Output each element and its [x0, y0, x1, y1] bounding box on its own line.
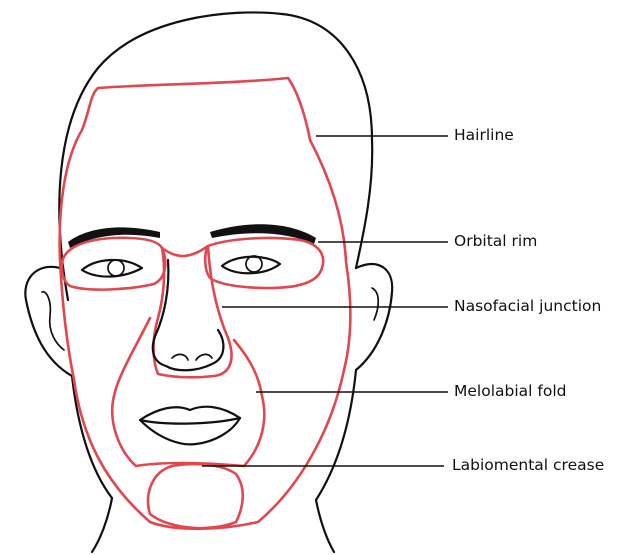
label-orbital-rim: Orbital rim	[454, 234, 537, 250]
label-labiomental-crease: Labiomental crease	[452, 458, 604, 474]
right-nostril	[196, 354, 212, 360]
left-nostril	[172, 354, 188, 360]
label-melolabial-fold: Melolabial fold	[454, 384, 566, 400]
left-ear-inner	[42, 292, 64, 350]
chin-zone	[148, 464, 243, 528]
right-ear-inner	[372, 288, 378, 320]
label-nasofacial-junction: Nasofacial junction	[454, 299, 601, 315]
left-orbital-rim	[62, 238, 165, 290]
hairline-boundary	[60, 78, 351, 529]
left-iris	[108, 260, 124, 276]
head-outline	[59, 12, 372, 300]
right-ear	[356, 264, 392, 370]
upper-lip	[140, 407, 240, 424]
right-orbital-rim	[205, 238, 323, 288]
label-hairline: Hairline	[454, 128, 514, 144]
right-iris	[246, 256, 262, 272]
